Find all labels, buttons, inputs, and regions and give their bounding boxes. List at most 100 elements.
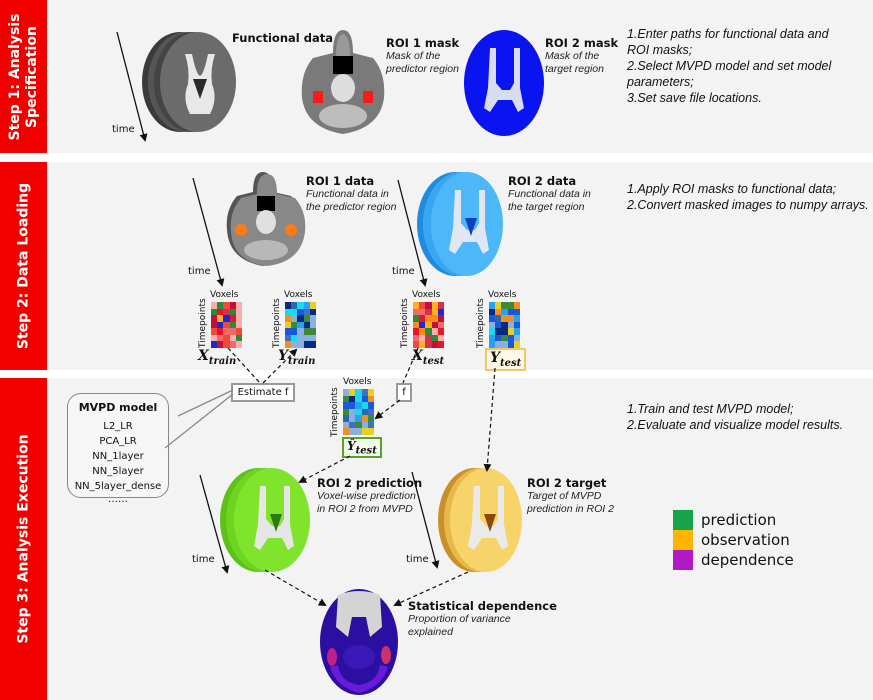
matrix-cell [297,302,304,309]
step3-instruction: 2.Evaluate and visualize model results. [627,418,844,432]
matrix-cell [223,315,230,322]
legend-swatch-observation [673,530,693,550]
matrix-cell [355,421,362,429]
matrix-cell [367,421,374,429]
matrix-cell [303,321,310,329]
matrix-cell [413,321,420,329]
matrix-cell [343,428,350,435]
matrix-variable-name: Ytest [485,348,527,371]
matrix-cell [229,321,236,329]
roi2-prediction-desc: Voxel-wise prediction in ROI 2 from MVPD [317,490,416,516]
stat-dependence-desc: Proportion of variance explained [408,613,511,639]
matrix-cell [217,315,224,322]
matrix-cell [489,321,496,329]
matrix-cell [495,315,502,322]
matrix-cell [413,341,420,348]
matrix-cell [303,315,310,322]
voxels-label: Voxels [343,377,372,387]
matrix-cell [291,341,298,348]
matrix-y-hat-test: Voxels Timepoints Ŷtest [330,377,390,459]
matrix-cell [367,408,374,416]
matrix-cell [419,308,426,316]
matrix-cell [309,302,316,309]
step1-instructions: 1.Enter paths for functional data and RO… [627,26,831,106]
matrix-cell [507,321,514,329]
matrix-cell [291,308,298,316]
functional-time-label: time [112,124,135,135]
matrix-cell [309,341,316,348]
matrix-cell [355,395,362,403]
matrix-cell [217,334,224,342]
matrix-cell [211,341,218,348]
stat-dependence-desc-line1: Proportion of variance [408,613,511,625]
matrix-cell [507,328,514,335]
matrix-cell [285,315,292,322]
roi2-prediction-time-label: time [192,554,215,565]
matrix-cell [361,408,368,416]
matrix-cell [361,389,368,396]
matrix-cell [419,334,426,342]
matrix-cell [437,328,444,335]
var-symbol: Y [278,348,288,364]
matrix-cell [425,321,432,329]
matrix-cell [297,334,304,342]
matrix-y-test: Voxels Timepoints Ytest [476,290,536,371]
matrix-x-test: Voxels Timepoints Xtest [400,290,460,370]
matrix-cell [343,415,350,422]
step3-sidebar: Step 3: Analysis Execution [0,378,47,700]
roi1-mask-desc: Mask of the predictor region [386,50,459,76]
legend-label: prediction [701,511,777,529]
matrix-cell [349,415,356,422]
matrix-cell [235,308,242,316]
matrix-cell [349,428,356,435]
legend-swatch-prediction [673,510,693,530]
matrix-cell [229,315,236,322]
matrix-cell [431,341,438,348]
matrix-cell [223,341,230,348]
matrix-grid [343,389,374,435]
mvpd-option-nn-1layer: NN_1layer [92,451,144,462]
matrix-cell [291,334,298,342]
matrix-cell [223,328,230,335]
roi1-mask-brain [301,30,385,134]
matrix-variable-name: Ŷtest [342,437,382,459]
legend-label: observation [701,531,790,549]
matrix-grid [211,302,242,348]
mvpd-model-title: MVPD model [78,401,158,414]
roi2-target-brain-stack [438,468,522,572]
step1-instruction: 3.Set save file locations. [627,91,762,105]
matrix-cell [349,395,356,403]
voxels-label: Voxels [488,290,517,300]
matrix-cell [513,302,520,309]
matrix-cell [437,334,444,342]
matrix-cell [309,328,316,335]
matrix-cell [297,308,304,316]
matrix-cell [309,308,316,316]
matrix-cell [431,334,438,342]
matrix-cell [507,308,514,316]
step2-instructions: 1.Apply ROI masks to functional data; 2.… [627,181,869,213]
matrix-cell [507,315,514,322]
matrix-cell [419,315,426,322]
matrix-cell [367,395,374,403]
f-box: f [396,383,412,402]
matrix-cell [303,308,310,316]
step1-panel: Step 1: Analysis Specification Functiona… [0,0,873,153]
matrix-cell [413,334,420,342]
legend-label: dependence [701,551,794,569]
matrix-cell [425,341,432,348]
matrix-cell [297,341,304,348]
matrix-cell [343,421,350,429]
matrix-cell [431,315,438,322]
matrix-cell [235,341,242,348]
roi2-data-desc-line1: Functional data in [508,188,591,200]
roi2-prediction-title: ROI 2 prediction [317,476,423,490]
matrix-cell [217,308,224,316]
matrix-cell [361,395,368,403]
roi2-data-desc-line2: the target region [508,201,585,213]
step1-instruction: ROI masks; [627,43,693,57]
step1-label-line2: Specification [23,25,40,128]
matrix-cell [285,321,292,329]
matrix-cell [513,308,520,316]
roi1-data-title: ROI 1 data [306,174,375,188]
